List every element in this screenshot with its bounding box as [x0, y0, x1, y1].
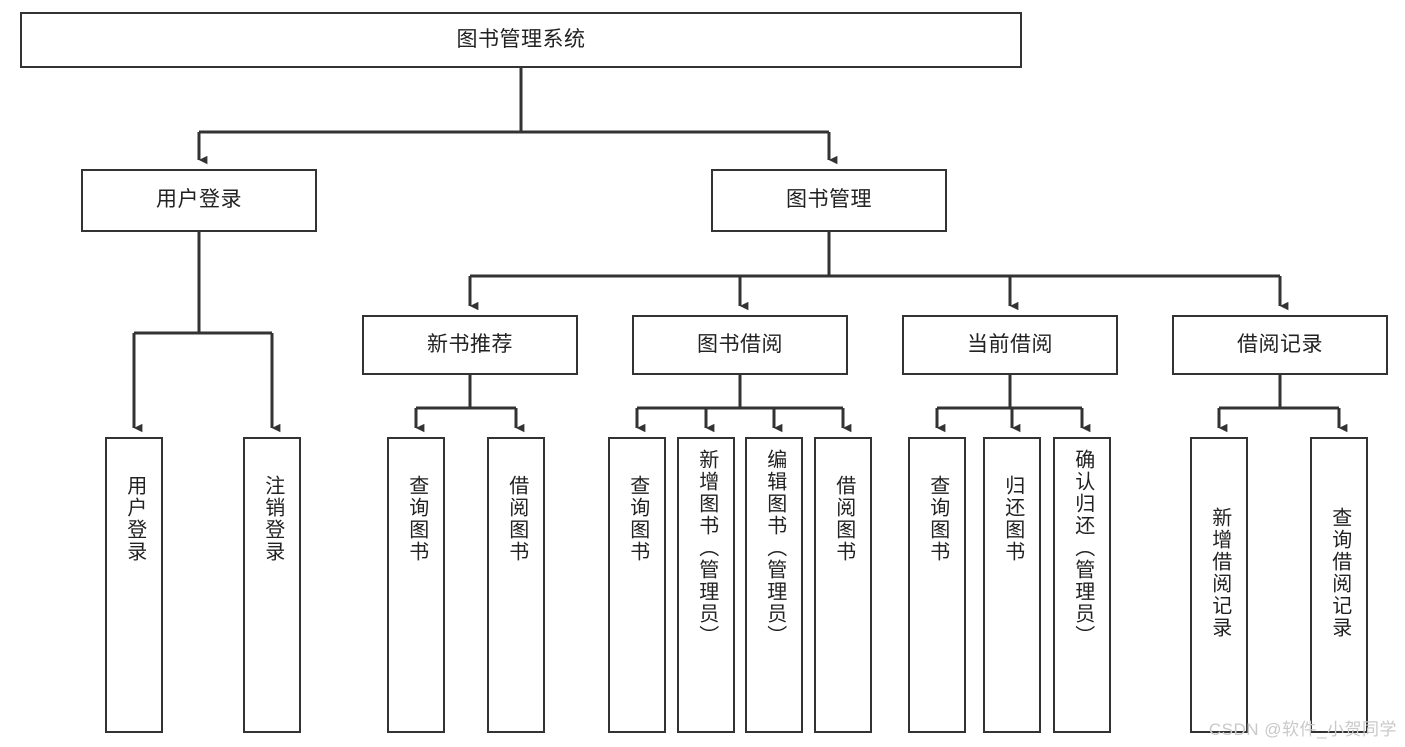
- node-new-book-recommend[interactable]: 新书推荐: [362, 315, 578, 375]
- node-leaf-leaf-user-login-label: 用户登录: [123, 475, 146, 563]
- node-new-book-recommend-label: 新书推荐: [427, 332, 513, 356]
- node-leaf-leaf-user-login[interactable]: 用户登录: [105, 437, 163, 733]
- node-leaf-leaf-borrow-book-rec[interactable]: 借阅图书: [487, 437, 545, 733]
- node-book-manage-label: 图书管理: [786, 188, 872, 212]
- node-leaf-leaf-confirm-return-admin[interactable]: 确认归还（管理员）: [1053, 437, 1111, 733]
- watermark-text: CSDN @软件_小贺同学: [1208, 720, 1397, 739]
- node-leaf-leaf-query-book-rec[interactable]: 查询图书: [387, 437, 445, 733]
- node-book-borrow-label: 图书借阅: [697, 332, 783, 356]
- node-leaf-leaf-confirm-return-admin-label: 确认归还（管理员）: [1071, 449, 1094, 647]
- node-root[interactable]: 图书管理系统: [20, 12, 1022, 68]
- node-leaf-leaf-borrow-book-label: 借阅图书: [832, 475, 855, 563]
- node-leaf-leaf-query-borrow-record[interactable]: 查询借阅记录: [1310, 437, 1368, 733]
- node-leaf-leaf-add-book-admin-label: 新增图书（管理员）: [695, 449, 718, 647]
- node-current-borrow[interactable]: 当前借阅: [902, 315, 1118, 375]
- node-leaf-leaf-query-book-borrow[interactable]: 查询图书: [608, 437, 666, 733]
- node-leaf-leaf-borrow-book[interactable]: 借阅图书: [814, 437, 872, 733]
- node-leaf-leaf-borrow-book-rec-label: 借阅图书: [505, 475, 528, 563]
- node-current-borrow-label: 当前借阅: [967, 332, 1053, 356]
- node-leaf-leaf-add-borrow-record[interactable]: 新增借阅记录: [1190, 437, 1248, 733]
- node-leaf-leaf-add-book-admin[interactable]: 新增图书（管理员）: [677, 437, 735, 733]
- node-leaf-leaf-return-book[interactable]: 归还图书: [983, 437, 1041, 733]
- node-leaf-leaf-return-book-label: 归还图书: [1001, 475, 1024, 563]
- node-leaf-leaf-query-book-rec-label: 查询图书: [405, 475, 428, 563]
- node-leaf-leaf-query-book-borrow-label: 查询图书: [626, 475, 649, 563]
- node-root-label: 图书管理系统: [456, 27, 586, 51]
- node-book-manage[interactable]: 图书管理: [711, 169, 947, 232]
- node-borrow-record[interactable]: 借阅记录: [1172, 315, 1388, 375]
- node-leaf-leaf-query-borrow-record-label: 查询借阅记录: [1328, 507, 1351, 639]
- node-book-borrow[interactable]: 图书借阅: [632, 315, 848, 375]
- node-leaf-leaf-edit-book-admin[interactable]: 编辑图书（管理员）: [745, 437, 803, 733]
- node-user-login[interactable]: 用户登录: [81, 169, 317, 232]
- node-leaf-leaf-user-logout[interactable]: 注销登录: [243, 437, 301, 733]
- node-leaf-leaf-query-book-current-label: 查询图书: [926, 475, 949, 563]
- node-user-login-label: 用户登录: [156, 188, 242, 212]
- node-leaf-leaf-query-book-current[interactable]: 查询图书: [908, 437, 966, 733]
- node-leaf-leaf-edit-book-admin-label: 编辑图书（管理员）: [763, 449, 786, 647]
- node-leaf-leaf-add-borrow-record-label: 新增借阅记录: [1208, 507, 1231, 639]
- node-leaf-leaf-user-logout-label: 注销登录: [261, 475, 284, 563]
- node-borrow-record-label: 借阅记录: [1237, 332, 1323, 356]
